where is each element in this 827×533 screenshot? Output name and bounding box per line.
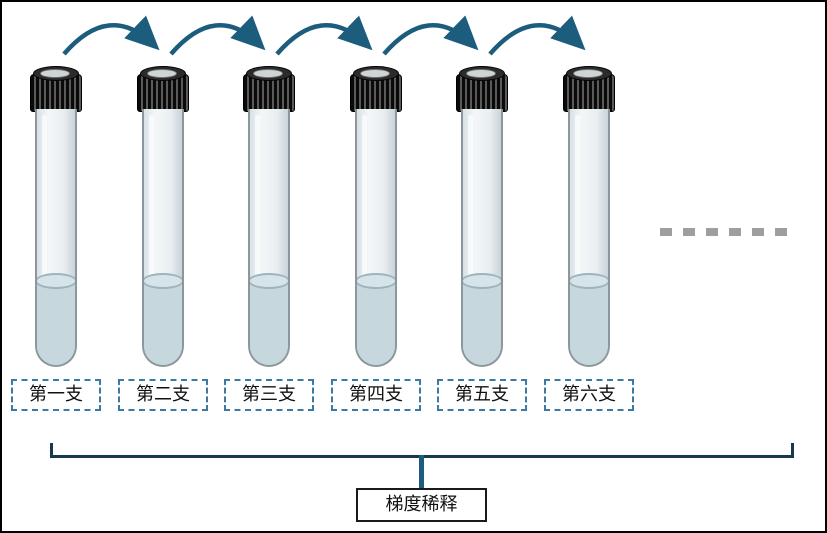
- tube-label-4: 第四支: [331, 379, 421, 411]
- test-tube-3: [241, 66, 297, 367]
- arrow-tube3-to-tube4: [275, 15, 373, 56]
- tube-cap-icon: [563, 66, 615, 112]
- tube-cap-icon: [137, 66, 189, 112]
- test-tube-1: [28, 66, 84, 367]
- tube-liquid: [463, 273, 501, 365]
- tube-label-3: 第三支: [224, 379, 314, 411]
- arrow-tube1-to-tube2: [62, 15, 160, 56]
- bracket-stem: [419, 455, 424, 489]
- tube-label-6: 第六支: [544, 379, 634, 411]
- gradient-dilution-label: 梯度稀释: [356, 488, 487, 522]
- test-tube-4: [348, 66, 404, 367]
- tube-label-2: 第二支: [118, 379, 208, 411]
- tube-label-1: 第一支: [11, 379, 101, 411]
- tube-cap-icon: [243, 66, 295, 112]
- tube-cap-icon: [30, 66, 82, 112]
- arrow-tube2-to-tube3: [169, 15, 266, 56]
- tube-cap-icon: [350, 66, 402, 112]
- transfer-arrows: [62, 15, 586, 56]
- tube-liquid: [357, 273, 395, 365]
- tube-liquid: [37, 273, 75, 365]
- tube-glass: [568, 109, 610, 367]
- tube-cap-icon: [456, 66, 508, 112]
- test-tube-5: [454, 66, 510, 367]
- tube-liquid: [144, 273, 182, 365]
- test-tube-2: [135, 66, 191, 367]
- tube-liquid: [570, 273, 608, 365]
- tube-glass: [248, 109, 290, 367]
- test-tube-6: [561, 66, 617, 367]
- tube-glass: [142, 109, 184, 367]
- tube-liquid: [250, 273, 288, 365]
- bracket-right-tick: [791, 443, 794, 455]
- tube-glass: [355, 109, 397, 367]
- arrow-tube4-to-tube5: [382, 15, 479, 56]
- ellipsis-icon: [660, 228, 787, 236]
- arrow-tube5-to-tube6: [488, 15, 586, 56]
- tube-glass: [35, 109, 77, 367]
- tube-label-5: 第五支: [437, 379, 527, 411]
- bracket-left-tick: [50, 443, 53, 455]
- tube-glass: [461, 109, 503, 367]
